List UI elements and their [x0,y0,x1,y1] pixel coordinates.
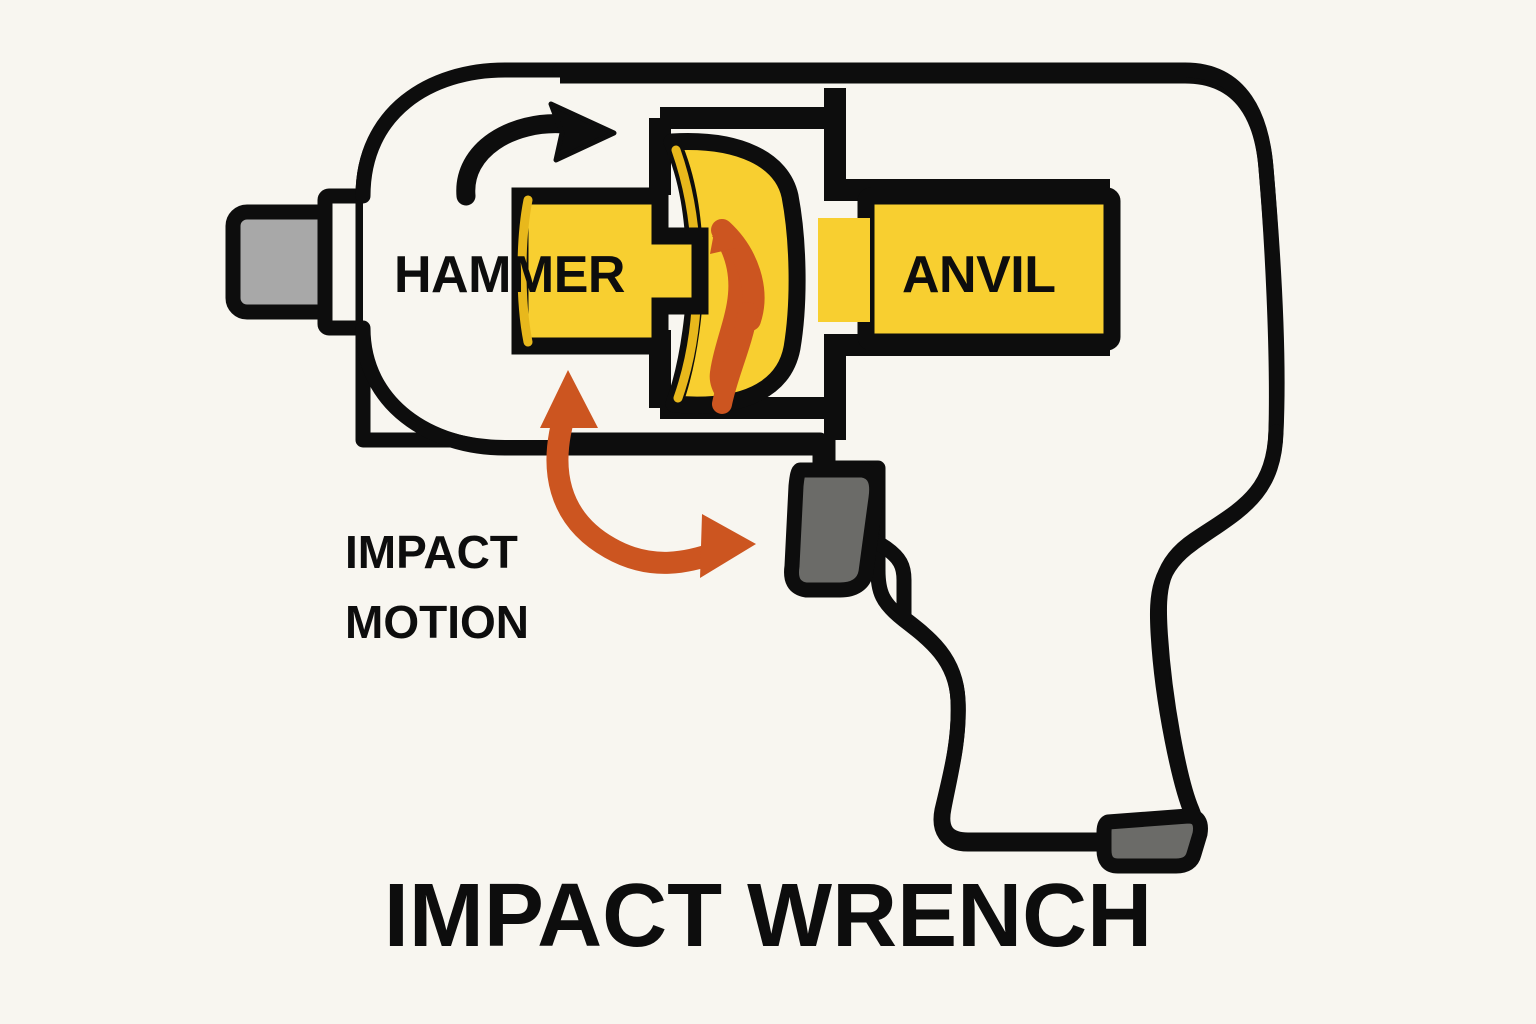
housing-top-edge [552,62,1285,440]
anvil-shaft [818,218,870,322]
strike-arrow-lower [712,302,758,414]
air-inlet-fitting [1096,808,1208,874]
impact-motion-arrow-head-up [540,370,598,428]
rotation-arrow-shaft [456,114,575,206]
hammer-block [511,187,709,355]
impact-motion-label-line1: IMPACT [345,526,518,578]
anvil-label: ANVIL [902,246,1056,304]
hammer-left-face-arc [517,195,533,347]
rotation-arrow-icon [456,101,617,206]
barrel-nose-lower-arc [355,320,568,456]
impact-motion-arrow-shaft [546,393,729,574]
hammer-label: HAMMER [394,246,625,304]
barrel-nose-fill [363,76,560,440]
strike-arrow-tip [710,222,736,254]
trigger[interactable] [784,462,885,598]
impact-motion-label-line2: MOTION [345,596,529,648]
hammer-block-shape [511,187,709,355]
impact-motion-arrow-icon [540,370,756,578]
barrel-nose-upper-arc [355,62,568,204]
strike-arrow-icon [709,219,765,414]
figure-title: IMPACT WRENCH [384,866,1152,966]
impact-motion-arrow-head-right [700,514,756,578]
rotation-arrow-head [548,101,617,163]
square-drive-anvil-output [225,188,371,336]
